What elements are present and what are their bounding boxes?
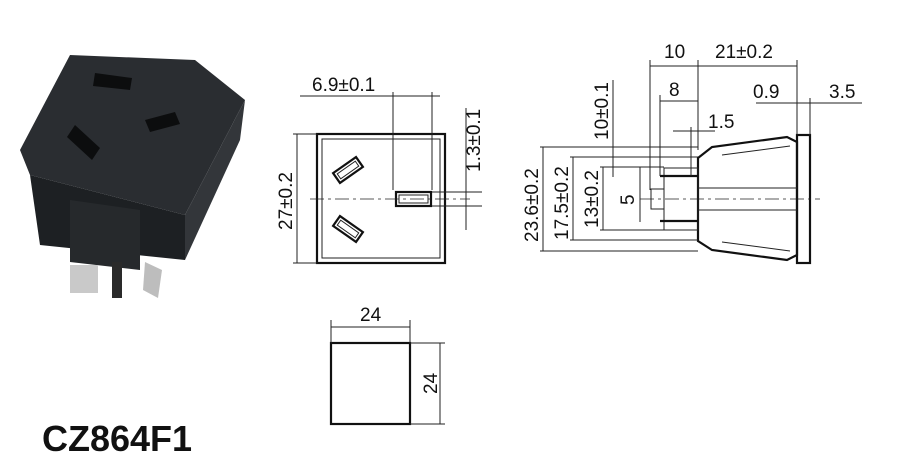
dim-3.5: 3.5 xyxy=(829,82,855,103)
side-view: 10 21±0.2 8 0.9 3.5 1.5 23.6±0.2 17.5±0.… xyxy=(522,42,862,265)
dim-24-h: 24 xyxy=(421,372,442,394)
model-number: CZ864F1 xyxy=(42,418,193,457)
cutout-view: 24 24 xyxy=(329,305,445,426)
front-view: 6.9±0.1 27±0.2 1.3±0.1 xyxy=(276,75,485,265)
dim-17.5: 17.5±0.2 xyxy=(552,166,573,240)
product-photo xyxy=(20,55,245,298)
dim-5: 5 xyxy=(618,194,639,205)
dim-10: 10 xyxy=(664,42,685,63)
dim-6.9: 6.9±0.1 xyxy=(312,75,375,96)
dim-23.6: 23.6±0.2 xyxy=(522,168,543,242)
dim-1.3: 1.3±0.1 xyxy=(464,109,485,172)
dim-21: 21±0.2 xyxy=(715,42,773,63)
dim-8: 8 xyxy=(669,80,680,101)
dim-27: 27±0.2 xyxy=(276,172,297,230)
dim-10-0.1: 10±0.1 xyxy=(592,82,613,140)
dim-0.9: 0.9 xyxy=(753,82,779,103)
dim-13: 13±0.2 xyxy=(582,170,603,228)
dim-1.5: 1.5 xyxy=(708,112,734,133)
dim-24-w: 24 xyxy=(360,305,382,326)
